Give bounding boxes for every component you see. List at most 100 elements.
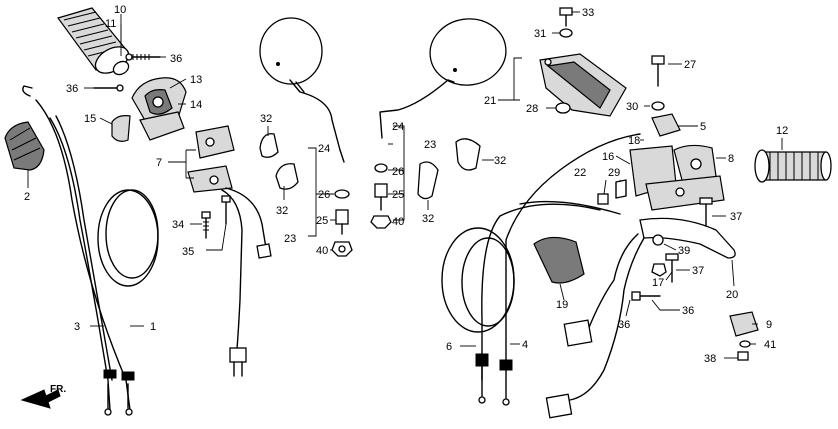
label-35: 35 [182, 246, 194, 258]
clutch-switch-9 [729, 311, 759, 337]
pivot-bolt-37b [665, 253, 679, 283]
cover-19 [533, 236, 585, 284]
label-40-right: 40 [392, 216, 404, 228]
label-2: 2 [24, 191, 30, 203]
mirror-left [259, 17, 345, 163]
label-5: 5 [700, 121, 706, 133]
label-20: 20 [726, 289, 738, 301]
label-18: 18 [628, 135, 640, 147]
mirror-right [379, 18, 507, 139]
label-28: 28 [526, 103, 538, 115]
mirror-hardware-left [331, 189, 353, 257]
throttle-cable-1 [49, 115, 117, 416]
cap-screw-33 [559, 7, 573, 27]
switch-harness [221, 187, 272, 377]
master-cylinder-cover [539, 53, 627, 117]
label-8: 8 [728, 153, 734, 165]
label-37-b: 37 [692, 265, 704, 277]
bolt-27 [651, 55, 665, 87]
pivot-bolt-37a [699, 197, 713, 227]
label-37-a: 37 [730, 211, 742, 223]
label-29: 29 [608, 167, 620, 179]
label-24-left: 24 [318, 143, 330, 155]
grip-12 [754, 149, 832, 183]
front-arrow-label: FR. [50, 384, 66, 395]
label-26-right: 26 [392, 166, 404, 178]
nut-31 [559, 28, 573, 38]
throttle-housing-lower [111, 111, 185, 142]
label-39: 39 [678, 245, 690, 257]
label-41: 41 [764, 339, 776, 351]
label-36-bottom: 36 [618, 319, 630, 331]
label-17: 17 [652, 277, 664, 289]
label-23-right: 23 [424, 139, 436, 151]
label-32-d: 32 [494, 155, 506, 167]
label-26-left: 26 [318, 189, 330, 201]
cable-clamp-32a [259, 133, 279, 158]
throttle-grip [57, 7, 130, 76]
label-40-left: 40 [316, 245, 328, 257]
washer-41 [739, 340, 751, 348]
front-arrow: FR. [20, 384, 66, 409]
mirror-hardware-right [370, 163, 392, 229]
throttle-housing [131, 77, 187, 125]
lever-bolt-39 [652, 234, 664, 246]
nut-22 [597, 193, 609, 205]
label-32-a: 32 [260, 113, 272, 125]
clip-29 [615, 179, 627, 199]
brake-lever-20 [639, 217, 736, 259]
label-15: 15 [84, 113, 96, 125]
label-23-left: 23 [284, 233, 296, 245]
washer-28 [555, 102, 571, 114]
label-14: 14 [190, 99, 202, 111]
label-3: 3 [74, 321, 80, 333]
label-21: 21 [484, 95, 496, 107]
label-31: 31 [534, 28, 546, 40]
label-25-left: 25 [316, 215, 328, 227]
cable-clamp-32c [417, 161, 439, 200]
label-32-b: 32 [276, 205, 288, 217]
label-4: 4 [522, 339, 528, 351]
label-36-left: 36 [66, 83, 78, 95]
brake-switch-5 [651, 113, 681, 137]
label-30: 30 [626, 101, 638, 113]
bolt-36 [631, 291, 661, 301]
label-1: 1 [150, 321, 156, 333]
switch-screw-34 [201, 211, 211, 239]
clutch-cable-4 [499, 133, 641, 406]
label-13: 13 [190, 74, 202, 86]
grip-cover [4, 121, 45, 171]
label-16: 16 [602, 151, 614, 163]
label-27: 27 [684, 59, 696, 71]
label-22: 22 [574, 167, 586, 179]
housing-screw [93, 84, 124, 92]
label-38: 38 [704, 353, 716, 365]
label-36-right: 36 [682, 305, 694, 317]
part-labels: 10 11 36 36 13 14 15 2 7 34 35 3 1 32 32… [24, 4, 788, 365]
switch-harness-right [545, 233, 645, 419]
throttle-bolt [125, 53, 161, 61]
label-12: 12 [776, 125, 788, 137]
leader-lines [27, 11, 783, 359]
label-11: 11 [105, 18, 116, 30]
label-34: 34 [172, 219, 184, 231]
throttle-cable-3 [22, 85, 135, 416]
cable-6 [441, 203, 601, 404]
label-36-top: 36 [170, 53, 182, 65]
cable-clamp-32b [275, 163, 299, 190]
label-25-right: 25 [392, 189, 404, 201]
label-32-c: 32 [422, 213, 434, 225]
handlebar-switch [187, 125, 235, 193]
screw-38 [737, 351, 749, 361]
label-7: 7 [156, 157, 162, 169]
label-24-right: 24 [392, 121, 404, 133]
label-6: 6 [446, 341, 452, 353]
cable-clamp-32d [455, 138, 481, 171]
label-33: 33 [582, 7, 594, 19]
nut-17 [651, 263, 667, 277]
switch-screw-35 [221, 195, 231, 225]
cable-coil-left [97, 189, 159, 287]
label-19: 19 [556, 299, 568, 311]
label-10: 10 [114, 4, 126, 16]
